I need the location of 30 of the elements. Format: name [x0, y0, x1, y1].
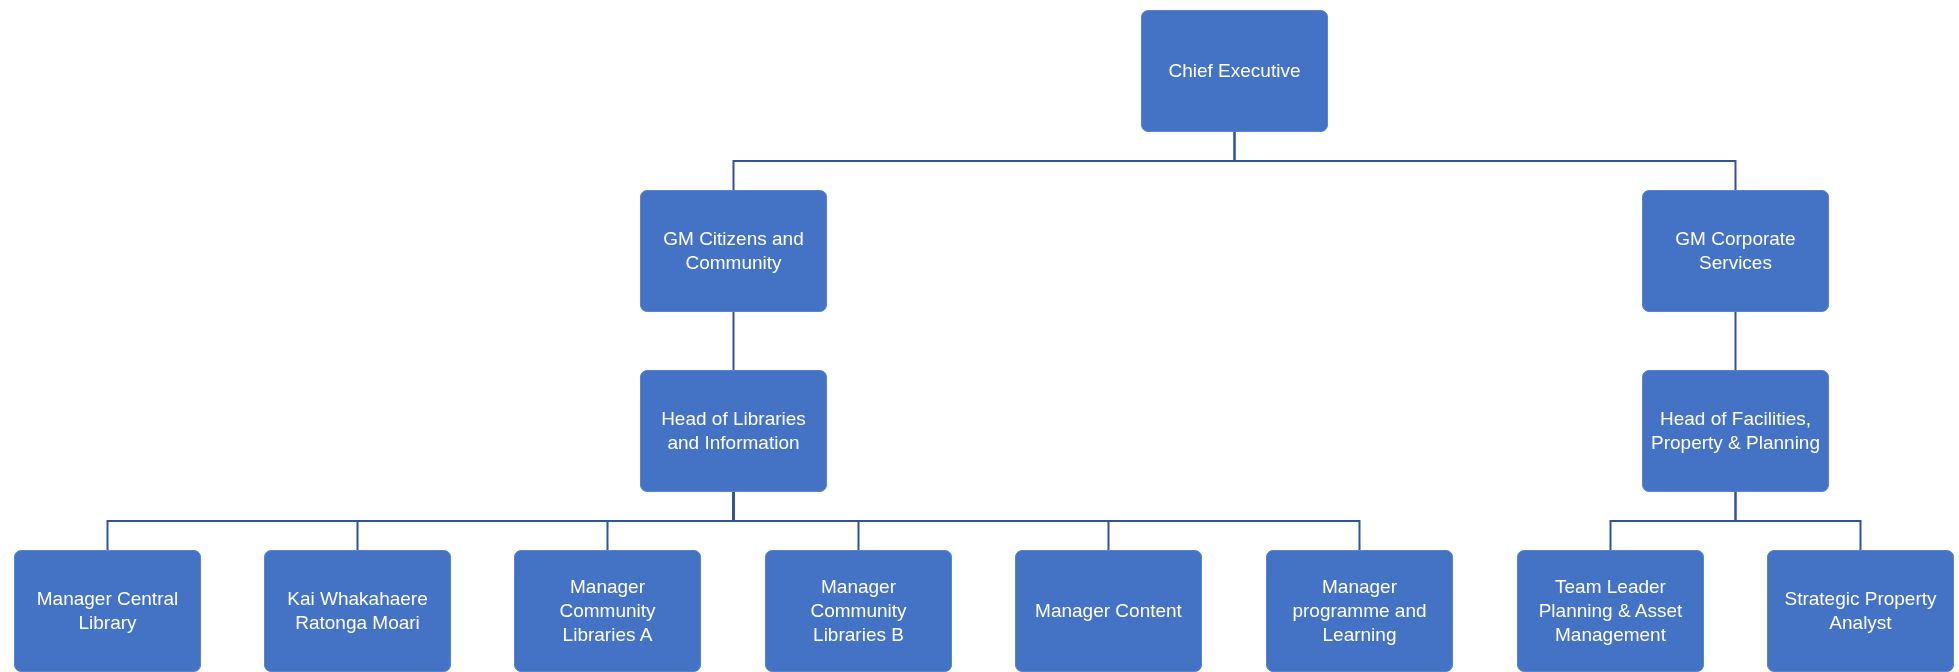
role-box [14, 550, 201, 672]
role-title: Head of Libraries and Information [660, 407, 807, 455]
role-box [1642, 370, 1829, 492]
connector-line [732, 311, 735, 371]
role-title: Strategic Property Analyst [1783, 587, 1938, 635]
role-box [640, 190, 827, 312]
role-title: Kai Whakahaere Ratonga Moari [286, 587, 429, 635]
role-box [640, 370, 827, 492]
role-title: Manager Community Libraries A [558, 575, 657, 647]
role-box [1015, 550, 1202, 672]
role-box [1517, 550, 1704, 672]
role-box [1767, 550, 1954, 672]
role-title: Head of Facilities, Property & Planning [1651, 407, 1820, 455]
connector-line [1233, 131, 1737, 191]
role-box [514, 550, 701, 672]
role-box [264, 550, 451, 672]
role-title: Team Leader Planning & Asset Management [1537, 575, 1684, 647]
role-box [765, 550, 952, 672]
role-title: Manager Content [1035, 599, 1182, 623]
role-title: Manager programme and Learning [1291, 575, 1428, 647]
role-box [1141, 10, 1328, 132]
connector-line [1734, 491, 1862, 551]
role-title: Manager Central Library [35, 587, 180, 635]
connector-line [1734, 311, 1737, 371]
role-box [1642, 190, 1829, 312]
role-title: Manager Community Libraries B [809, 575, 908, 647]
role-title: Chief Executive [1168, 59, 1301, 83]
role-title: GM Citizens and Community [662, 227, 805, 275]
role-title: GM Corporate Services [1674, 227, 1797, 275]
role-box [1266, 550, 1453, 672]
